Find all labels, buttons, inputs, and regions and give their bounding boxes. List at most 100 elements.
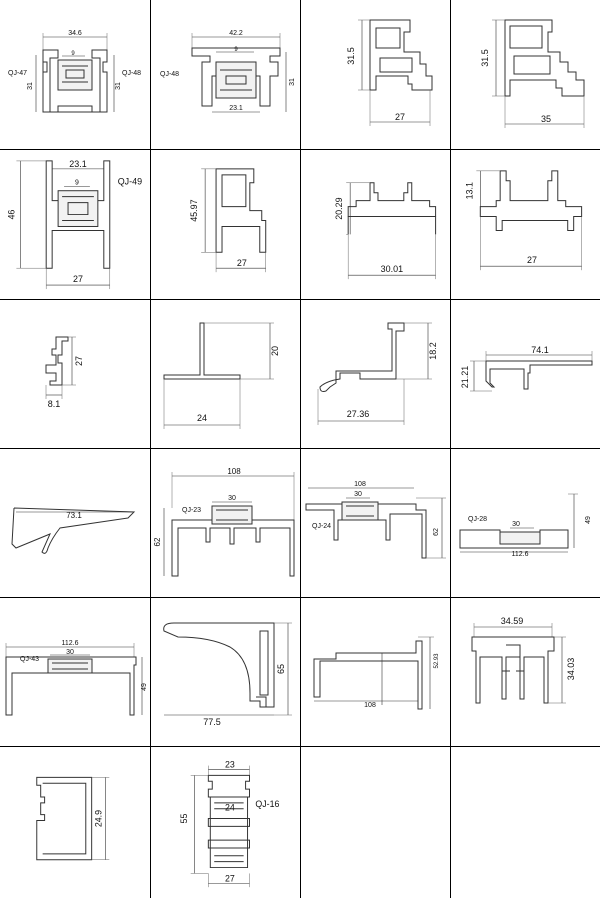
profile-cell-20: 34.59 34.03 xyxy=(450,597,600,746)
grid-line-v2 xyxy=(300,0,301,898)
dim-label: 108 xyxy=(364,702,376,709)
profile-drawing-8: 13.1 27 xyxy=(464,170,583,271)
profile-code: QJ-24 xyxy=(312,523,331,530)
dim-label: 34.59 xyxy=(501,616,524,626)
dim-label: 77.5 xyxy=(203,717,221,727)
profile-drawing-7: 20.29 30.01 xyxy=(334,182,437,280)
dim-label: 31 xyxy=(289,78,296,86)
profile-cell-5: 23.1 9 46 27 QJ-49 xyxy=(0,149,150,299)
dim-label: 42.2 xyxy=(229,30,243,37)
dim-label: 8.1 xyxy=(48,399,61,409)
dim-label: 55 xyxy=(179,814,189,824)
dim-label: 65 xyxy=(276,664,286,674)
dim-label: 52.93 xyxy=(434,653,440,669)
profile-cell-13: 73.1 xyxy=(0,448,150,597)
profile-drawing-qj23: 108 30 62 QJ-23 xyxy=(153,467,295,577)
profile-drawing-19: 52.93 108 xyxy=(313,636,440,710)
dim-label: 46 xyxy=(6,210,16,220)
profile-drawing-qj43: 112.6 30 49 QJ-43 xyxy=(5,640,148,716)
dim-label: 31 xyxy=(115,82,122,90)
grid-line-h3 xyxy=(0,448,600,449)
dim-label: 35 xyxy=(541,114,551,124)
dim-label: 62 xyxy=(433,528,440,536)
profile-cell-3: 31.5 27 xyxy=(300,0,450,149)
dim-label: 30 xyxy=(354,491,362,498)
profile-drawing-21: 24.9 xyxy=(36,776,110,861)
dim-label: 112.6 xyxy=(62,640,79,647)
profile-drawing-11: 18.2 27.36 xyxy=(317,322,438,425)
empty-cell xyxy=(450,746,600,898)
dim-label: 23.1 xyxy=(229,105,243,112)
dim-label: 108 xyxy=(227,467,241,476)
dim-label: 112.6 xyxy=(512,551,529,558)
profile-drawing-qj16: 23 24 55 27 QJ-16 xyxy=(179,760,279,888)
dim-label: 30.01 xyxy=(381,264,403,274)
dim-label: 49 xyxy=(141,683,148,691)
profile-cell-21: 24.9 xyxy=(0,746,150,898)
dim-label: 27.36 xyxy=(347,409,370,419)
dim-label: 45.97 xyxy=(189,199,199,221)
dim-label: 34.03 xyxy=(566,658,576,681)
dim-label: 27 xyxy=(225,873,235,883)
dim-label: 23.1 xyxy=(69,159,86,169)
grid-line-v3 xyxy=(450,0,451,898)
dim-label: 23 xyxy=(225,760,235,770)
profile-drawing-3: 31.5 27 xyxy=(346,19,433,126)
profile-cell-12: 74.1 21.21 xyxy=(450,299,600,448)
profile-cell-11: 18.2 27.36 xyxy=(300,299,450,448)
profile-cell-6: 45.97 27 xyxy=(150,149,300,299)
dim-label: 30 xyxy=(66,649,74,656)
dim-label: 24 xyxy=(197,413,207,423)
grid-line-h5 xyxy=(0,746,600,747)
profile-drawing-10: 20 24 xyxy=(163,322,280,429)
dim-label: 27 xyxy=(74,356,84,366)
profile-drawing-12: 74.1 21.21 xyxy=(460,345,593,392)
profile-code: QJ-47 xyxy=(8,70,27,77)
profile-drawing-4: 31.5 35 xyxy=(480,19,585,128)
profile-cell-18: 65 77.5 xyxy=(150,597,300,746)
profile-cell-4: 31.5 35 xyxy=(450,0,600,149)
dim-label: 31.5 xyxy=(480,49,490,67)
profile-drawing-20: 34.59 34.03 xyxy=(471,616,576,704)
profile-cell-19: 52.93 108 xyxy=(300,597,450,746)
dim-label: 108 xyxy=(354,481,366,488)
dim-label: 24.9 xyxy=(93,810,103,827)
profile-drawing-qj48: 42.2 9 31 23.1 QJ-48 xyxy=(160,30,296,113)
profile-code: QJ-23 xyxy=(182,507,201,514)
grid-line-v1 xyxy=(150,0,151,898)
dim-label: 62 xyxy=(153,537,162,546)
dim-label: 27 xyxy=(395,112,405,122)
profile-drawing-qj47: 34.6 9 31 31 QJ-47 QJ-48 xyxy=(8,30,141,113)
profile-code: QJ-48 xyxy=(122,70,141,77)
dim-label: 27 xyxy=(527,255,537,265)
profile-code: QJ-43 xyxy=(20,656,39,663)
dim-label: 9 xyxy=(75,180,79,187)
profile-cell-7: 20.29 30.01 xyxy=(300,149,450,299)
profile-code: QJ-48 xyxy=(160,71,179,78)
dim-label: 74.1 xyxy=(531,345,549,355)
profile-code: QJ-49 xyxy=(118,177,142,187)
dim-label: 21.21 xyxy=(460,366,470,389)
profile-drawing-6: 45.97 27 xyxy=(189,168,267,273)
dim-label: 20.29 xyxy=(334,197,344,219)
profile-cell-1: 34.6 9 31 31 QJ-47 QJ-48 xyxy=(0,0,150,149)
profile-drawing-18: 65 77.5 xyxy=(163,622,292,727)
dim-label: 73.1 xyxy=(66,511,82,520)
profile-drawing-9: 27 8.1 xyxy=(45,336,84,409)
profile-cell-15: 108 30 62 QJ-24 xyxy=(300,448,450,597)
dim-label: 31.5 xyxy=(346,47,356,65)
profile-cell-10: 20 24 xyxy=(150,299,300,448)
dim-label: 31 xyxy=(27,82,34,90)
grid-line-h1 xyxy=(0,149,600,150)
dim-label: 27 xyxy=(73,274,83,284)
profile-drawing-qj24: 108 30 62 QJ-24 xyxy=(305,481,446,559)
dim-label: 27 xyxy=(237,258,247,268)
grid-line-h2 xyxy=(0,299,600,300)
dim-label: 49 xyxy=(585,516,592,524)
dim-label: 34.6 xyxy=(68,30,82,37)
profile-drawing-13: 73.1 xyxy=(11,507,136,554)
profile-code: QJ-28 xyxy=(468,516,487,523)
dim-label: 20 xyxy=(270,346,280,356)
dim-label: 18.2 xyxy=(428,342,438,360)
